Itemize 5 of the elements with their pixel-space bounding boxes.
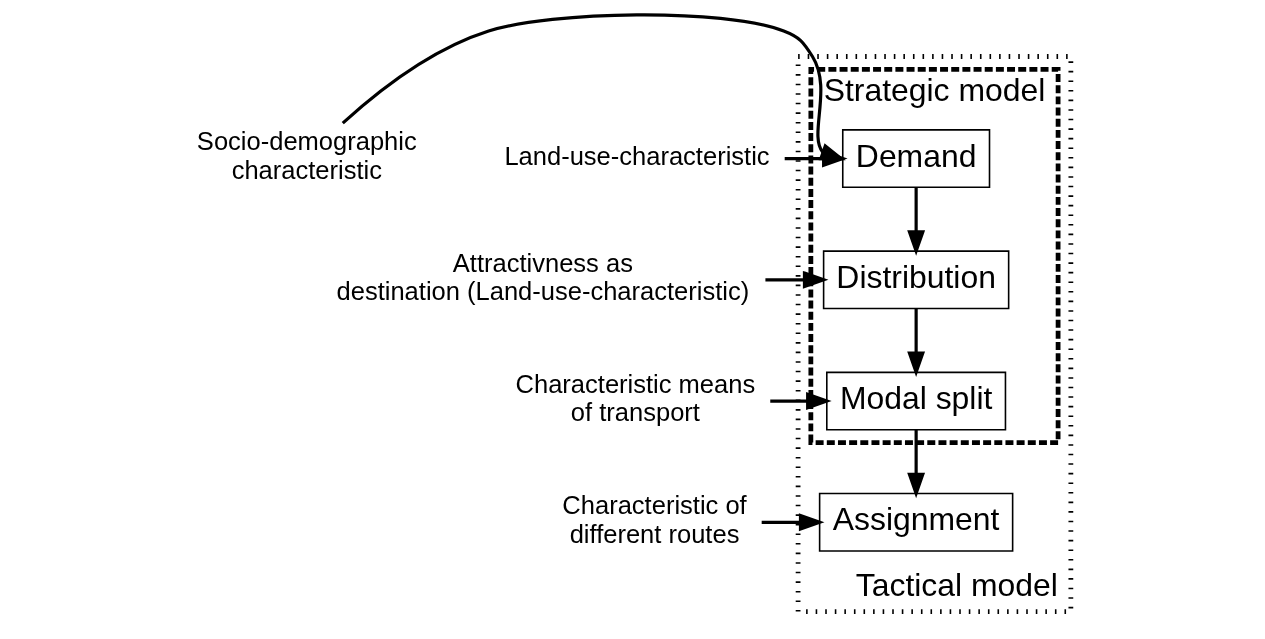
node-text: Characteristic means of transport: [515, 369, 755, 427]
node-text: Characteristic of different routes: [561, 490, 747, 548]
node-text: Socio-demographic characteristic: [196, 127, 417, 185]
node-text: Land-use-characteristic: [503, 141, 770, 170]
node-text: Attractivness as destination (Land-use-characteristic): [336, 248, 749, 306]
